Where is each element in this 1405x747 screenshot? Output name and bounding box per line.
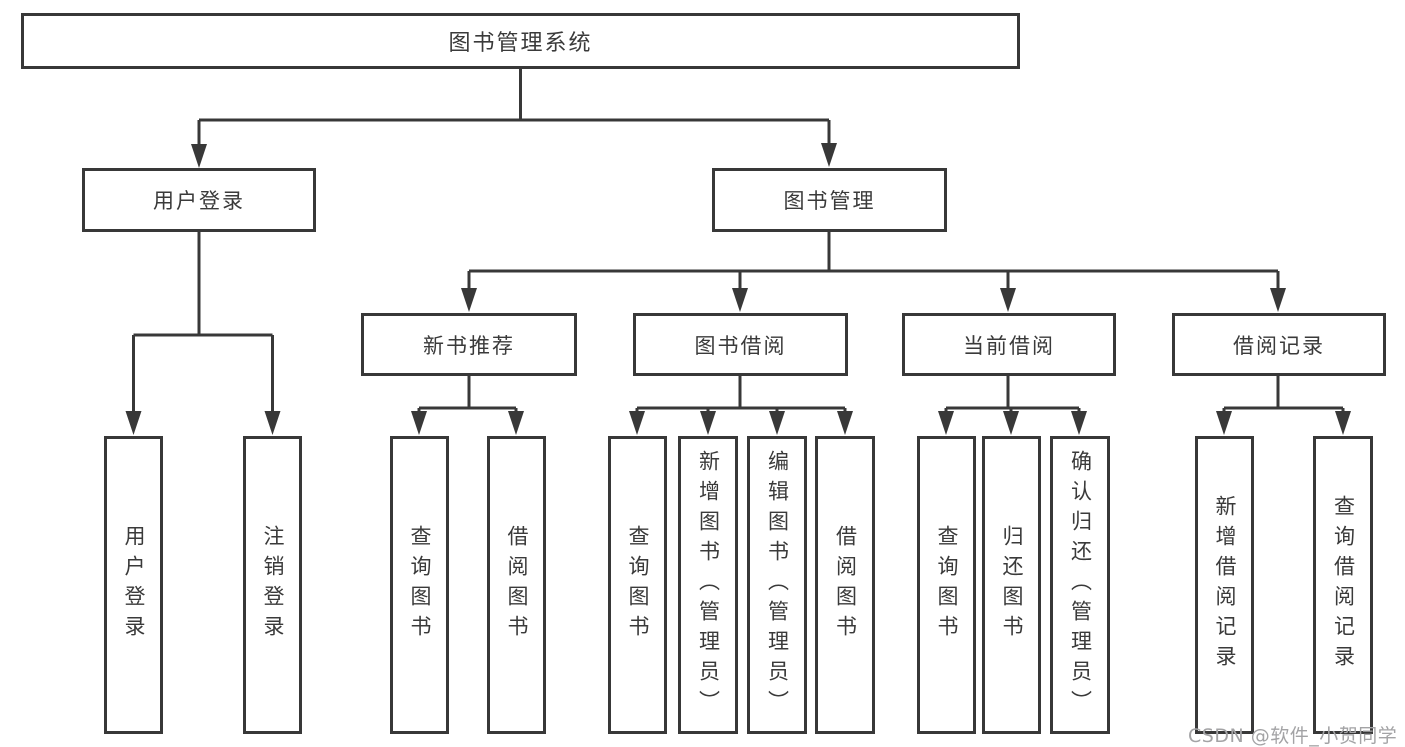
node-label: 注销登录 xyxy=(261,525,285,645)
node-label: 查询图书 xyxy=(626,525,650,645)
node-label: 图书管理 xyxy=(783,189,876,213)
node-book-borrow: 图书借阅 xyxy=(633,313,848,376)
leaf-query-books-current: 查询图书 xyxy=(917,436,976,734)
leaf-logout: 注销登录 xyxy=(243,436,302,734)
node-user-login: 用户登录 xyxy=(82,168,316,232)
node-current-borrow: 当前借阅 xyxy=(902,313,1116,376)
node-label: 图书管理系统 xyxy=(448,31,593,56)
node-borrow-records: 借阅记录 xyxy=(1172,313,1386,376)
node-label: 查询图书 xyxy=(408,525,432,645)
leaf-edit-books-admin: 编辑图书（管理员） xyxy=(747,436,807,734)
node-label: 当前借阅 xyxy=(963,333,1055,358)
leaf-confirm-return-admin: 确认归还（管理员） xyxy=(1050,436,1110,734)
node-label: 借阅图书 xyxy=(833,525,858,645)
leaf-query-books-borrow: 查询图书 xyxy=(608,436,667,734)
node-label: 查询借阅记录 xyxy=(1331,495,1356,675)
leaf-add-books-admin: 新增图书（管理员） xyxy=(678,436,738,734)
node-label: 查询图书 xyxy=(935,525,959,645)
leaf-borrow-books-recommend: 借阅图书 xyxy=(487,436,546,734)
node-label: 新增图书（管理员） xyxy=(696,450,721,720)
leaf-return-books: 归还图书 xyxy=(982,436,1041,734)
csdn-watermark: CSDN @软件_小贺同学 xyxy=(1188,725,1398,747)
node-label: 新增借阅记录 xyxy=(1213,495,1237,675)
node-book-management-system: 图书管理系统 xyxy=(21,13,1020,69)
node-label: 图书借阅 xyxy=(694,333,787,358)
leaf-add-borrow-record: 新增借阅记录 xyxy=(1195,436,1254,734)
node-label: 用户登录 xyxy=(153,189,245,213)
node-label: 用户登录 xyxy=(122,525,146,645)
node-label: 确认归还（管理员） xyxy=(1068,450,1093,720)
leaf-borrow-books: 借阅图书 xyxy=(815,436,875,734)
leaf-query-borrow-record: 查询借阅记录 xyxy=(1313,436,1373,734)
node-label: 归还图书 xyxy=(1000,525,1024,645)
node-label: 借阅图书 xyxy=(505,525,529,645)
leaf-query-books-recommend: 查询图书 xyxy=(390,436,449,734)
node-label: 新书推荐 xyxy=(423,333,515,358)
node-label: 编辑图书（管理员） xyxy=(765,450,790,720)
leaf-user-login: 用户登录 xyxy=(104,436,163,734)
node-new-book-recommend: 新书推荐 xyxy=(361,313,577,376)
node-label: 借阅记录 xyxy=(1233,333,1325,358)
node-book-management: 图书管理 xyxy=(712,168,947,232)
